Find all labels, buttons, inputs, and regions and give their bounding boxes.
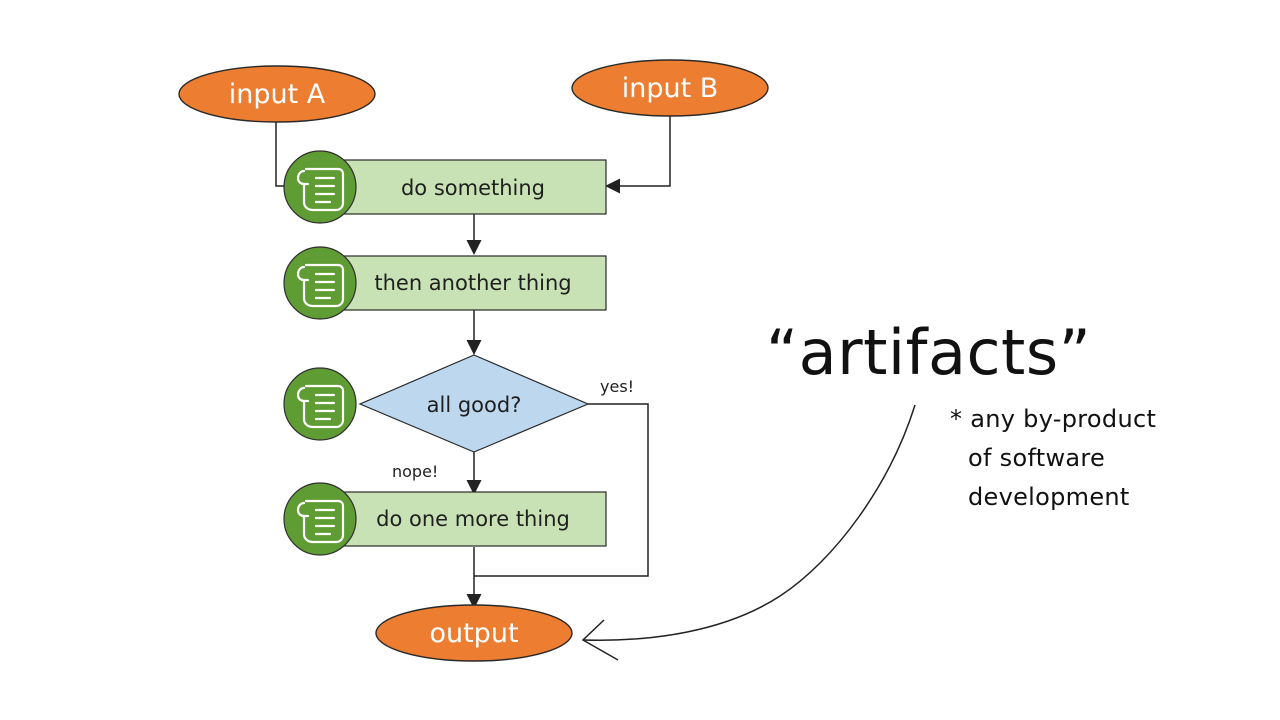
input-a-node: input A — [178, 65, 376, 123]
decision-yes-path — [474, 403, 649, 577]
step-then-another-thing-label: then another thing — [374, 271, 571, 295]
step-do-one-more-thing-label: do one more thing — [376, 507, 570, 531]
output-node: output — [375, 604, 573, 662]
step-do-one-more-thing: do one more thing — [341, 491, 607, 547]
step-do-something: do something — [341, 159, 607, 215]
artifacts-title: “artifacts” — [766, 316, 1091, 389]
input-a-label: input A — [229, 79, 326, 110]
artifact-curved-arrow — [582, 404, 916, 641]
scroll-icon — [282, 149, 358, 225]
input-b-connector — [605, 116, 671, 194]
artifact-note-line-2: of software — [968, 444, 1105, 472]
decision-yes-label: yes! — [600, 377, 634, 396]
decision-no-label: nope! — [392, 462, 438, 481]
scroll-icon — [282, 481, 358, 557]
decision-label: all good? — [427, 393, 522, 417]
step-do-something-label: do something — [401, 176, 545, 200]
input-b-node: input B — [571, 59, 769, 117]
artifact-note-line-3: development — [968, 483, 1130, 511]
scroll-icon — [282, 245, 358, 321]
step-then-another-thing: then another thing — [341, 255, 607, 311]
scroll-icon — [282, 366, 358, 442]
artifact-note-line-1: * any by-product — [950, 405, 1156, 433]
input-b-label: input B — [622, 73, 719, 104]
artifact-arrow-head — [581, 619, 619, 661]
output-label: output — [429, 618, 518, 649]
decision-node: all good? — [358, 354, 590, 453]
